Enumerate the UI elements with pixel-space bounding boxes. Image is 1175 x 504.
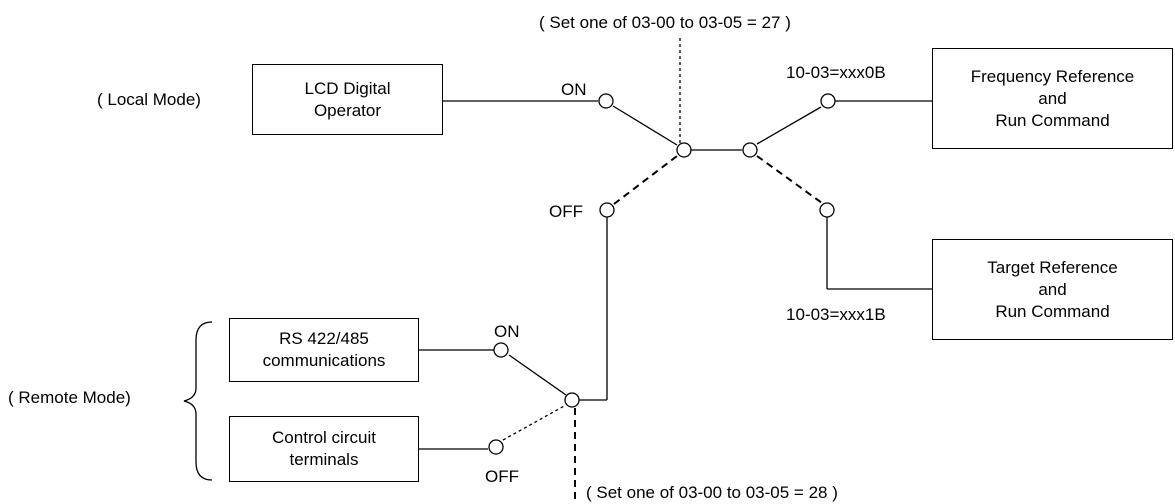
local-pivot-contact — [676, 142, 692, 158]
out-0b-label: 10-03=xxx0B — [786, 63, 886, 82]
remote-brace — [183, 321, 213, 481]
out-1b-contact — [819, 202, 835, 218]
rs-communications-box: RS 422/485 communications — [229, 318, 419, 382]
control-line1: Control circuit — [272, 428, 376, 447]
local-off-label: OFF — [549, 202, 583, 221]
rs-line2: communications — [262, 351, 386, 370]
output-pivot-contact — [742, 142, 758, 158]
freq-line1: Frequency Reference — [970, 66, 1135, 86]
lcd-operator-box: LCD Digital Operator — [252, 64, 443, 135]
lcd-line1: LCD Digital — [304, 78, 391, 98]
remote-off-dotted-line — [502, 404, 567, 441]
target-reference-box: Target Reference and Run Command — [932, 239, 1173, 340]
freq-line2: and — [1038, 88, 1067, 108]
remote-off-label: OFF — [485, 467, 519, 486]
1b-dashed-line — [756, 155, 823, 204]
top-setting-label: ( Set one of 03-00 to 03-05 = 27 ) — [539, 13, 791, 32]
remote-mode-label: ( Remote Mode) — [8, 388, 131, 407]
remote-pivot-contact — [564, 392, 580, 408]
remote-on-to-pivot — [508, 354, 567, 396]
bottom-setting-label: ( Set one of 03-00 to 03-05 = 28 ) — [586, 483, 838, 502]
frequency-reference-box: Frequency Reference and Run Command — [932, 48, 1173, 149]
local-off-contact — [599, 202, 615, 218]
on-to-pivot-line — [612, 105, 678, 146]
off-dashed-line — [613, 155, 678, 205]
local-mode-label: ( Local Mode) — [97, 90, 201, 109]
lcd-line2: Operator — [313, 100, 382, 120]
remote-on-label: ON — [494, 322, 520, 341]
local-on-contact — [598, 93, 614, 109]
control-line2: terminals — [289, 450, 359, 469]
local-on-label: ON — [561, 80, 587, 99]
out-0b-contact — [820, 93, 836, 109]
remote-on-contact — [493, 342, 509, 358]
pivot-to-0b-line — [756, 106, 822, 145]
target-line3: Run Command — [995, 301, 1110, 321]
remote-off-contact — [488, 439, 504, 455]
control-terminals-box: Control circuit terminals — [229, 416, 419, 482]
out-1b-label: 10-03=xxx1B — [786, 305, 886, 324]
target-line1: Target Reference — [987, 257, 1118, 277]
freq-line3: Run Command — [995, 110, 1110, 130]
rs-line1: RS 422/485 — [279, 329, 369, 348]
target-line2: and — [1038, 279, 1067, 299]
